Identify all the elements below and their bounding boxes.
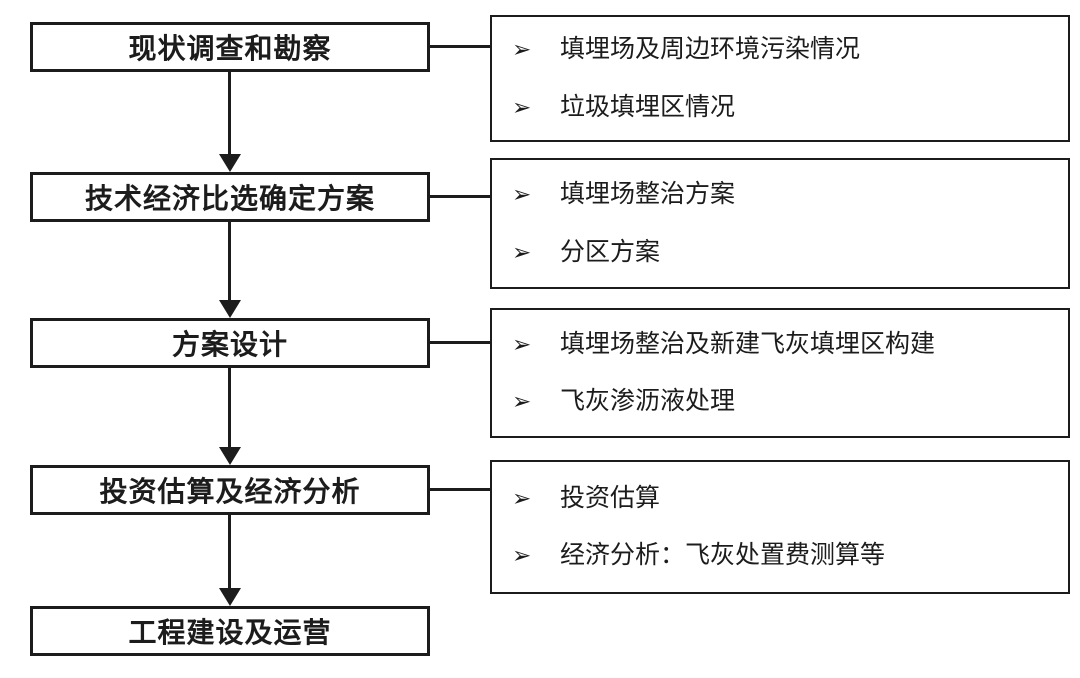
connector-line-3 (430, 341, 490, 344)
detail-box-investment-analysis: ➢ 投资估算 ➢ 经济分析：飞灰处置费测算等 (490, 460, 1070, 594)
arrow-bullet-icon: ➢ (512, 93, 532, 120)
detail-box-survey: ➢ 填埋场及周边环境污染情况 ➢ 垃圾填埋区情况 (490, 15, 1070, 142)
down-arrowhead-icon-2 (219, 300, 241, 318)
detail-text: 填埋场整治方案 (560, 180, 736, 208)
stage-label-scheme-design: 方案设计 (171, 329, 288, 360)
down-arrowhead-icon-3 (219, 447, 241, 465)
connector-line-2 (430, 195, 490, 198)
detail-box-tech-economic-comparison: ➢ 填埋场整治方案 ➢ 分区方案 (490, 158, 1070, 289)
detail-item: ➢ 分区方案 (512, 237, 1068, 267)
detail-text: 投资估算 (560, 483, 661, 512)
stage-box-construction-operation: 工程建设及运营 (30, 606, 430, 656)
flow-line-2 (228, 222, 231, 302)
arrow-bullet-icon: ➢ (512, 388, 532, 415)
arrow-bullet-icon: ➢ (512, 36, 532, 63)
stage-box-scheme-design: 方案设计 (30, 318, 430, 368)
arrow-bullet-icon: ➢ (512, 238, 532, 265)
stage-label-investment-analysis: 投资估算及经济分析 (99, 476, 361, 507)
arrow-bullet-icon: ➢ (512, 542, 532, 569)
stage-box-investment-analysis: 投资估算及经济分析 (30, 465, 430, 515)
detail-text: 填埋场及周边环境污染情况 (560, 35, 861, 63)
detail-text: 垃圾填埋区情况 (560, 92, 736, 121)
detail-text: 经济分析：飞灰处置费测算等 (560, 541, 886, 569)
detail-text: 飞灰渗沥液处理 (560, 387, 736, 415)
flow-line-3 (228, 368, 231, 449)
arrow-bullet-icon: ➢ (512, 181, 532, 208)
detail-item: ➢ 投资估算 (512, 483, 1068, 513)
detail-box-scheme-design: ➢ 填埋场整治及新建飞灰填埋区构建 ➢ 飞灰渗沥液处理 (490, 308, 1070, 438)
connector-line-4 (430, 488, 490, 491)
detail-item: ➢ 飞灰渗沥液处理 (512, 387, 1068, 416)
connector-line-1 (430, 45, 490, 48)
stage-label-construction-operation: 工程建设及运营 (128, 617, 332, 648)
stage-label-tech-economic-comparison: 技术经济比选确定方案 (84, 183, 375, 214)
detail-item: ➢ 填埋场及周边环境污染情况 (512, 35, 1068, 64)
detail-item: ➢ 填埋场整治及新建飞灰填埋区构建 (512, 329, 1068, 359)
stage-label-survey: 现状调查和勘察 (128, 33, 332, 64)
detail-item: ➢ 垃圾填埋区情况 (512, 92, 1068, 122)
down-arrowhead-icon-4 (219, 588, 241, 606)
detail-text: 填埋场整治及新建飞灰填埋区构建 (560, 329, 936, 358)
stage-box-survey: 现状调查和勘察 (30, 22, 430, 72)
flow-line-1 (228, 72, 231, 156)
stage-box-tech-economic-comparison: 技术经济比选确定方案 (30, 172, 430, 222)
arrow-bullet-icon: ➢ (512, 330, 532, 357)
detail-text: 分区方案 (560, 237, 661, 266)
detail-item: ➢ 经济分析：飞灰处置费测算等 (512, 541, 1068, 570)
down-arrowhead-icon-1 (219, 154, 241, 172)
arrow-bullet-icon: ➢ (512, 484, 532, 511)
flow-line-4 (228, 515, 231, 590)
detail-item: ➢ 填埋场整治方案 (512, 180, 1068, 209)
